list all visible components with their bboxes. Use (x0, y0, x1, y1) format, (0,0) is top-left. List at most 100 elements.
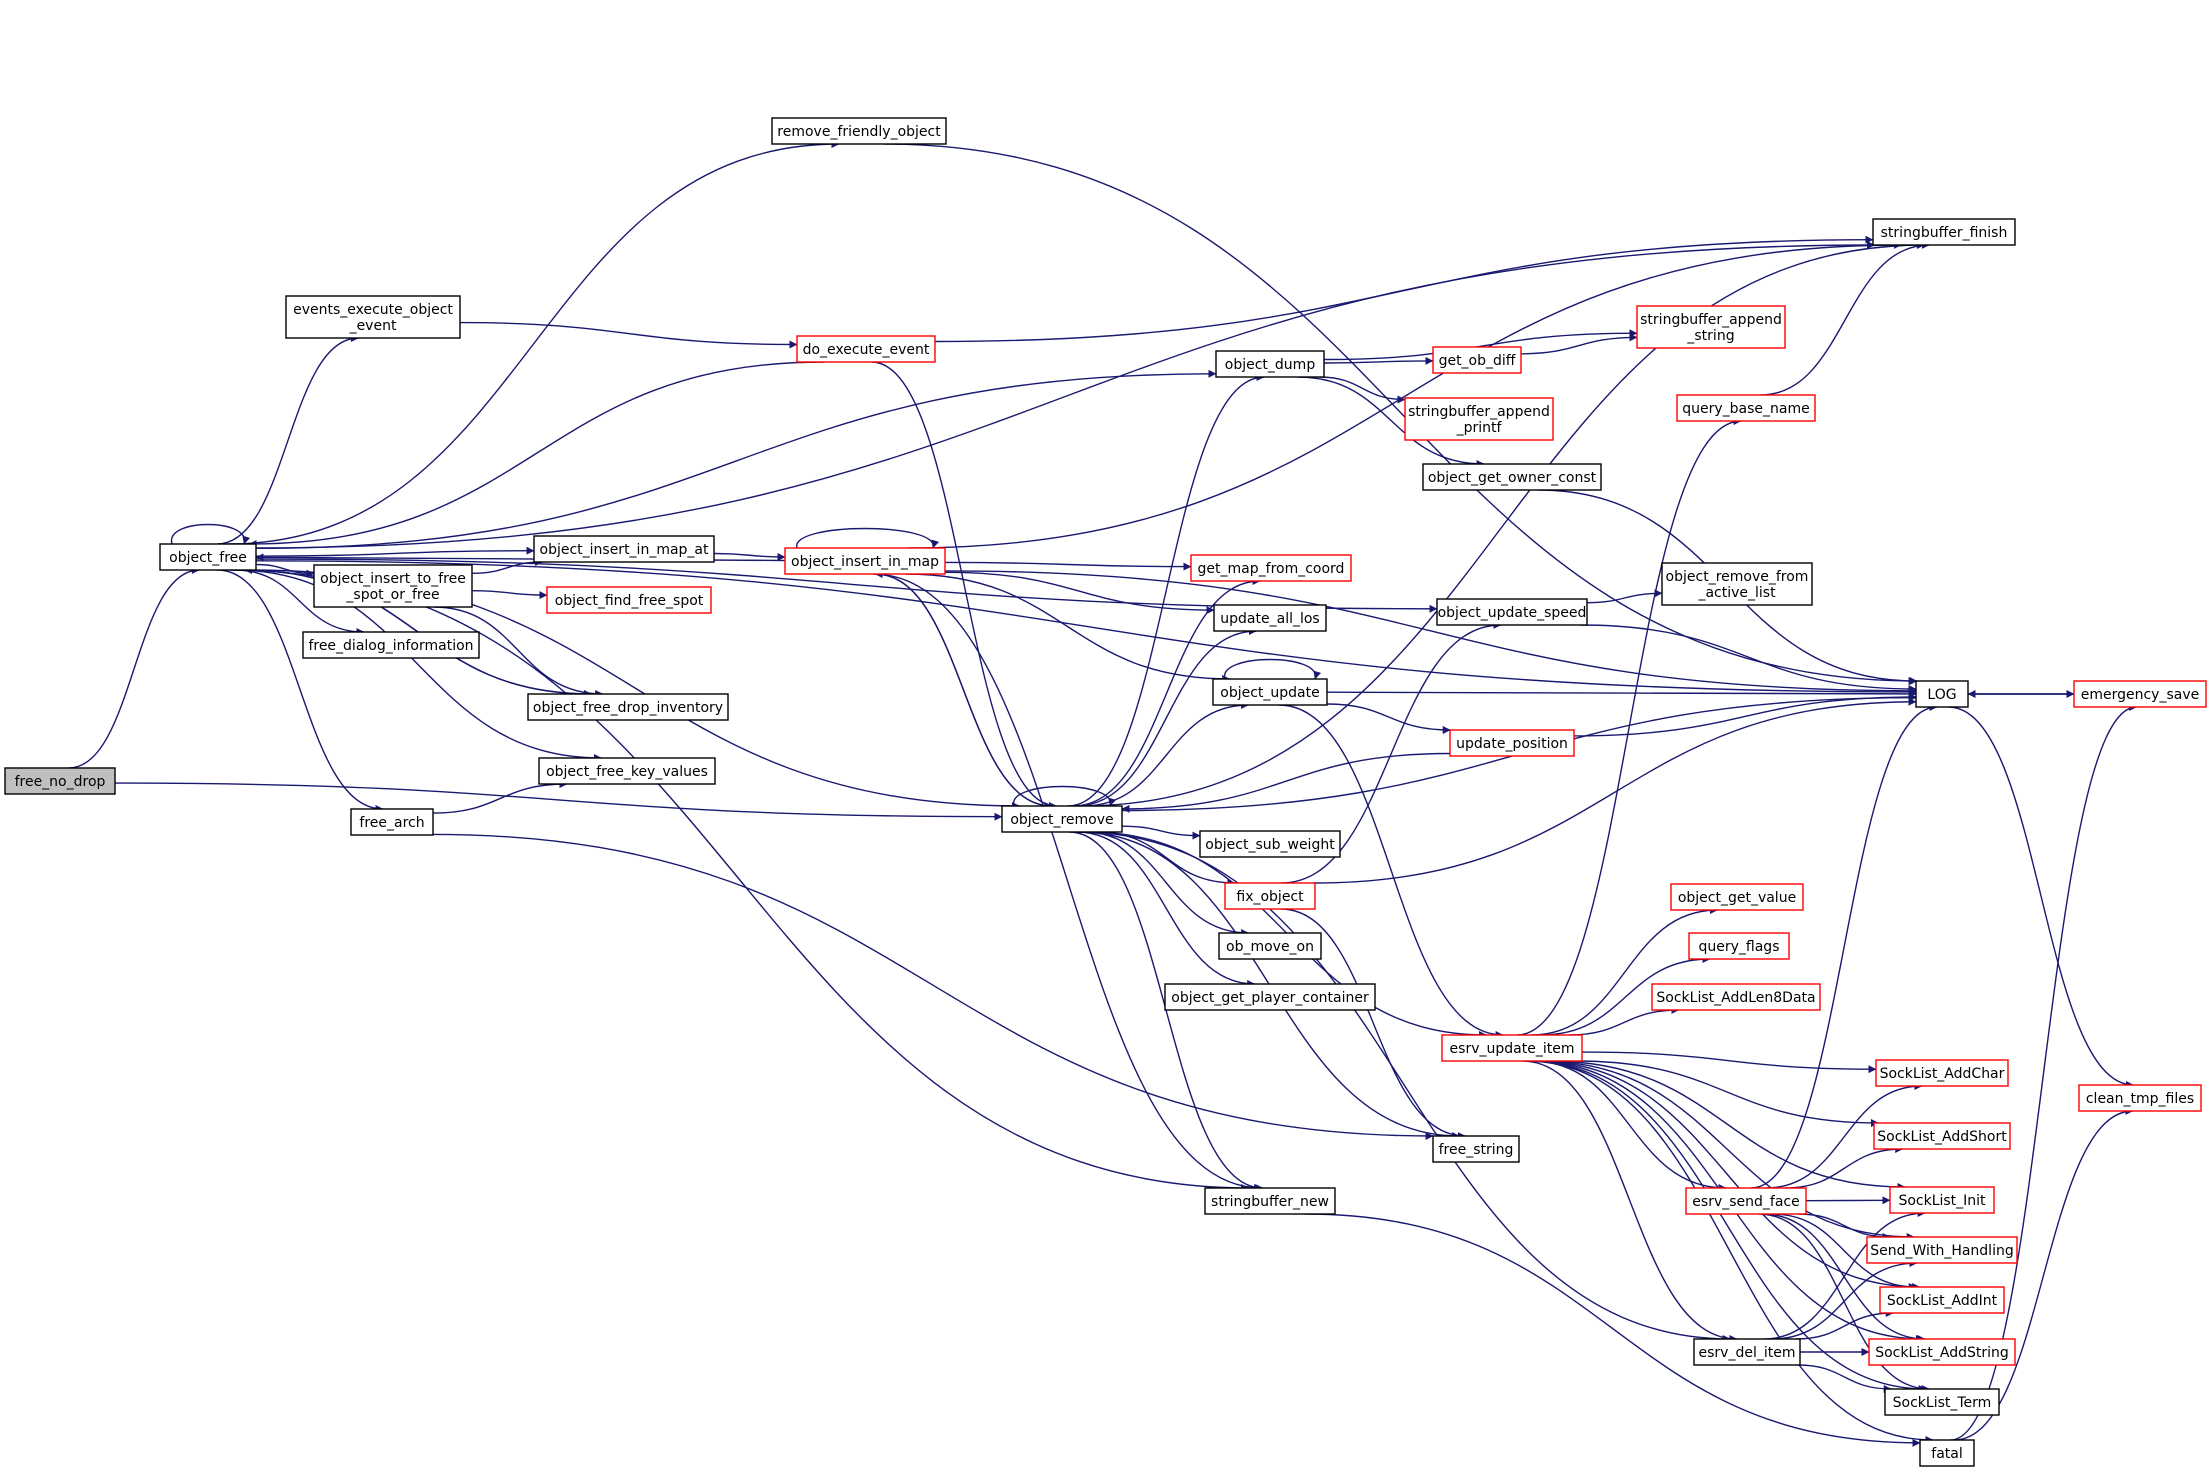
node-object_update_speed[interactable]: object_update_speed (1436, 598, 1588, 626)
node-label: object_get_player_container (1171, 990, 1369, 1006)
node-stringbuffer_append_string[interactable]: stringbuffer_append_string (1636, 305, 1786, 349)
node-label: object_free (169, 550, 247, 566)
node-esrv_update_item[interactable]: esrv_update_item (1441, 1034, 1583, 1062)
edge-object_remove-to-ob_move_on (1083, 831, 1250, 937)
node-object_remove_from_active_list[interactable]: object_remove_from_active_list (1661, 562, 1813, 606)
node-free_no_drop[interactable]: free_no_drop (4, 767, 116, 795)
node-esrv_del_item[interactable]: esrv_del_item (1693, 1338, 1801, 1366)
edge-path (1771, 1259, 1918, 1340)
node-label: SockList_AddChar (1880, 1066, 2005, 1082)
edge-path (233, 569, 602, 762)
edge-path (1521, 1060, 1738, 1343)
node-object_get_value[interactable]: object_get_value (1670, 883, 1804, 911)
node-fix_object[interactable]: fix_object (1224, 882, 1316, 910)
edge-object_free-to-stringbuffer_new (229, 569, 1249, 1192)
edge-path (1319, 376, 1406, 404)
node-SockList_AddShort[interactable]: SockList_AddShort (1873, 1122, 2011, 1150)
node-SockList_AddChar[interactable]: SockList_AddChar (1875, 1059, 2009, 1087)
node-object_get_player_container[interactable]: object_get_player_container (1164, 983, 1376, 1011)
edge-path (1581, 1051, 1877, 1074)
edge-path (1586, 589, 1663, 604)
node-free_string[interactable]: free_string (1432, 1135, 1520, 1163)
edge-path (459, 321, 798, 349)
edge-path (1278, 704, 1504, 1039)
node-remove_friendly_object[interactable]: remove_friendly_object (771, 117, 947, 145)
edge-object_insert_in_map-to-object_update (905, 573, 1231, 683)
node-box (784, 547, 946, 575)
edge-path (871, 361, 1057, 810)
node-label: object_get_value (1678, 890, 1796, 906)
edge-get_ob_diff-to-stringbuffer_append_string (1520, 333, 1638, 355)
edge-path (1548, 1060, 1906, 1191)
edge-object_free-to-object_dump (255, 369, 1217, 549)
node-object_insert_in_map_at[interactable]: object_insert_in_map_at (533, 535, 715, 563)
node-box (771, 117, 947, 145)
node-free_dialog_information[interactable]: free_dialog_information (302, 631, 480, 659)
node-update_position[interactable]: update_position (1449, 729, 1575, 757)
edge-path (944, 561, 1192, 571)
node-object_free[interactable]: object_free (159, 543, 257, 571)
edge-path (1075, 627, 1257, 807)
node-label: object_insert_to_free (320, 571, 466, 587)
edge-path (1531, 1060, 1727, 1192)
node-SockList_AddString[interactable]: SockList_AddString (1868, 1338, 2016, 1366)
node-fatal[interactable]: fatal (1919, 1439, 1975, 1467)
node-box (1915, 680, 1969, 708)
node-object_dump[interactable]: object_dump (1215, 350, 1325, 378)
node-do_execute_event[interactable]: do_execute_event (796, 335, 936, 363)
edge-path (171, 523, 251, 545)
node-stringbuffer_new[interactable]: stringbuffer_new (1204, 1187, 1336, 1215)
node-events_execute_object_event[interactable]: events_execute_object_event (285, 295, 461, 339)
node-box (796, 335, 936, 363)
node-box (1685, 1187, 1807, 1215)
node-Send_With_Handling[interactable]: Send_With_Handling (1866, 1236, 2018, 1264)
node-SockList_AddInt[interactable]: SockList_AddInt (1879, 1286, 2005, 1314)
node-object_insert_to_free_spot_or_free[interactable]: object_insert_to_free_spot_or_free (313, 564, 473, 608)
edge-path (1573, 693, 1917, 737)
node-query_flags[interactable]: query_flags (1688, 932, 1790, 960)
node-stringbuffer_finish[interactable]: stringbuffer_finish (1872, 218, 2016, 246)
edge-path (229, 569, 1249, 1192)
edge-path (1313, 697, 1917, 884)
node-clean_tmp_files[interactable]: clean_tmp_files (2078, 1084, 2202, 1112)
node-object_free_drop_inventory[interactable]: object_free_drop_inventory (527, 693, 729, 721)
node-LOG[interactable]: LOG (1915, 680, 1969, 708)
node-box (1404, 397, 1554, 441)
edge-path (1297, 376, 1485, 468)
edge-path (114, 782, 1003, 821)
node-object_insert_in_map[interactable]: object_insert_in_map (784, 547, 946, 575)
node-object_sub_weight[interactable]: object_sub_weight (1199, 830, 1341, 858)
node-SockList_Init[interactable]: SockList_Init (1889, 1186, 1995, 1214)
edge-object_update-to-LOG (1326, 689, 1917, 698)
node-get_ob_diff[interactable]: get_ob_diff (1432, 346, 1522, 374)
node-object_free_key_values[interactable]: object_free_key_values (538, 757, 716, 785)
node-emergency_save[interactable]: emergency_save (2073, 680, 2207, 708)
node-SockList_AddLen8Data[interactable]: SockList_AddLen8Data (1651, 983, 1821, 1011)
node-update_all_los[interactable]: update_all_los (1213, 604, 1327, 632)
edge-object_insert_in_map-to-stringbuffer_new (873, 573, 1263, 1192)
node-stringbuffer_append_printf[interactable]: stringbuffer_append_printf (1404, 397, 1554, 441)
node-box (533, 535, 715, 563)
node-get_map_from_coord[interactable]: get_map_from_coord (1190, 554, 1352, 582)
node-object_find_free_spot[interactable]: object_find_free_spot (546, 586, 712, 614)
edge-object_free-to-object_free (171, 523, 251, 545)
node-label: LOG (1927, 687, 1956, 703)
node-box (538, 757, 716, 785)
node-object_remove[interactable]: object_remove (1001, 805, 1123, 833)
edge-path (1525, 1060, 1934, 1444)
edge-path (1281, 621, 1502, 884)
node-box (1868, 1338, 2016, 1366)
edge-path (1083, 701, 1250, 807)
edge-object_remove-to-stringbuffer_finish (1081, 241, 1925, 807)
node-free_arch[interactable]: free_arch (350, 808, 434, 836)
node-query_base_name[interactable]: query_base_name (1676, 394, 1816, 422)
node-label: SockList_AddInt (1887, 1293, 1998, 1309)
edge-object_free-to-LOG (255, 560, 1917, 696)
node-esrv_send_face[interactable]: esrv_send_face (1685, 1187, 1807, 1215)
node-SockList_Term[interactable]: SockList_Term (1884, 1388, 2000, 1416)
node-object_update[interactable]: object_update (1212, 678, 1328, 706)
node-box (313, 564, 473, 608)
node-ob_move_on[interactable]: ob_move_on (1218, 932, 1322, 960)
edge-path (255, 546, 535, 557)
node-object_get_owner_const[interactable]: object_get_owner_const (1422, 463, 1602, 491)
